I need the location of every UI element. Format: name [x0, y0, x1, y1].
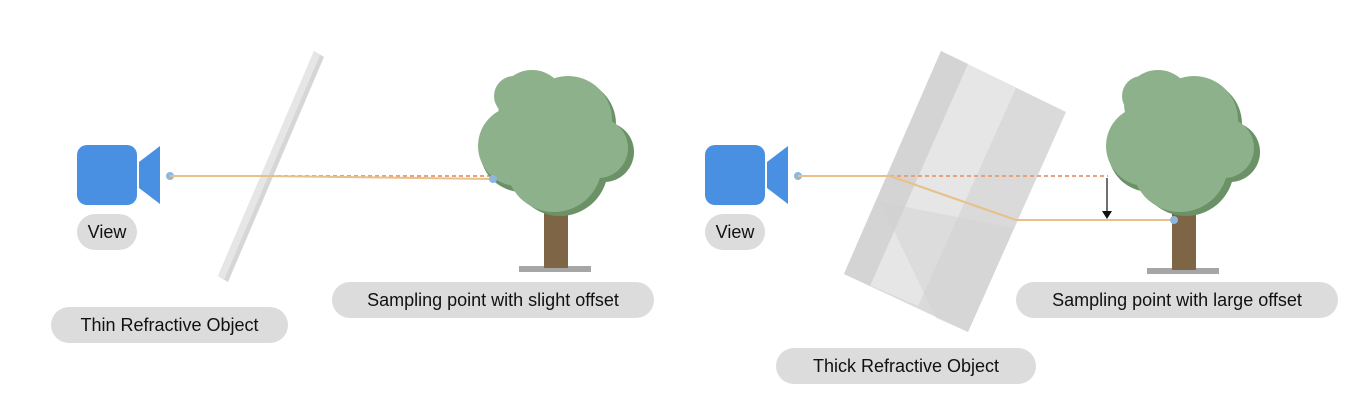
right-object-label: Thick Refractive Object [776, 348, 1036, 384]
right-view-label: View [705, 214, 765, 250]
left-camera-icon [77, 145, 160, 205]
thick-object-panel [705, 51, 1260, 332]
left-ray-refracted [262, 175, 494, 180]
left-sampling-point [489, 175, 497, 183]
thin-refractive-object [218, 51, 324, 282]
left-tree [478, 70, 634, 272]
right-tree [1106, 70, 1260, 274]
left-object-label: Thin Refractive Object [51, 307, 288, 343]
thin-object-panel [77, 51, 634, 282]
right-camera-icon [705, 145, 788, 205]
left-view-label: View [77, 214, 137, 250]
right-sampling-point [1170, 216, 1178, 224]
left-sampling-label: Sampling point with slight offset [332, 282, 654, 318]
right-ray-inside [889, 175, 1017, 221]
right-sampling-label: Sampling point with large offset [1016, 282, 1338, 318]
thick-refractive-object [844, 51, 1066, 332]
offset-arrow [1102, 178, 1112, 219]
